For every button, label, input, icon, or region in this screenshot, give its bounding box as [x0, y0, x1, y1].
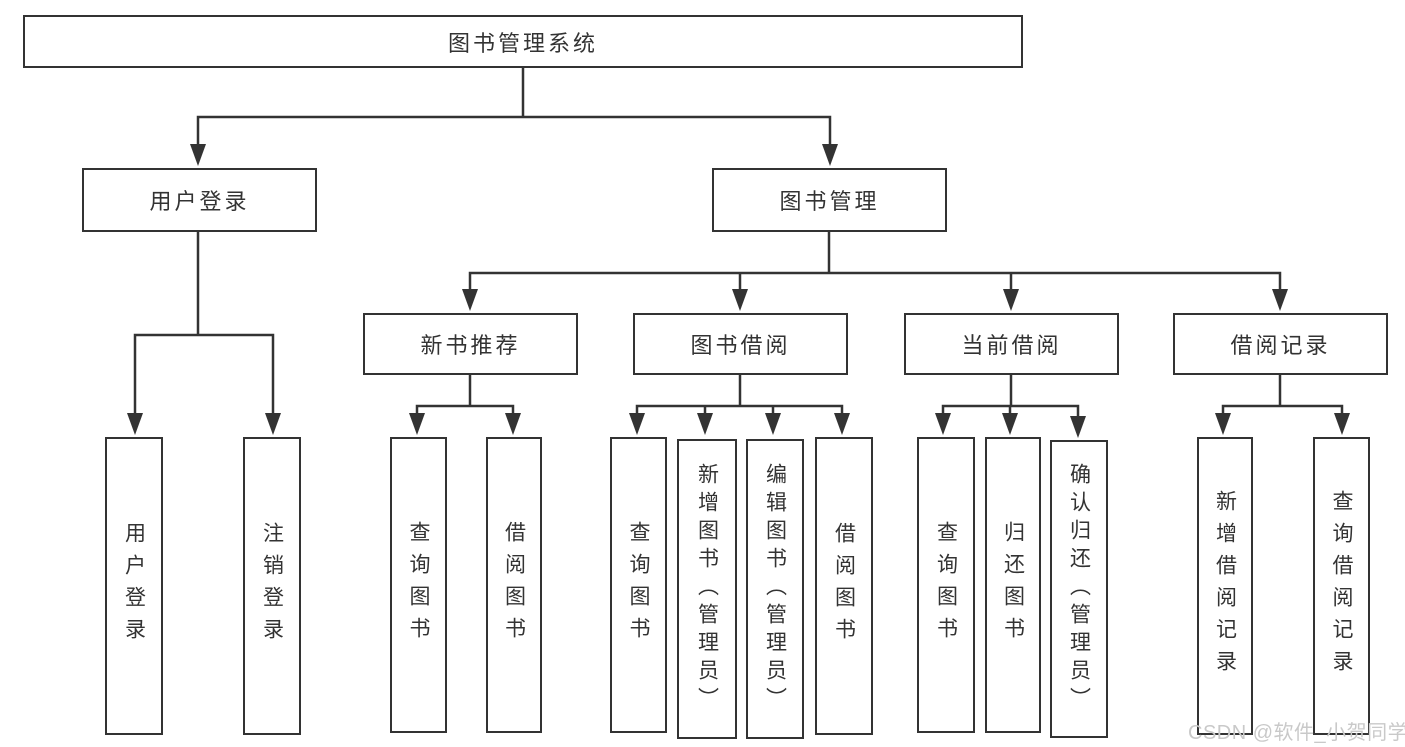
leaf-add-books-admin: 新增图书（管理员）	[677, 439, 737, 739]
leaf-query-borrow-record: 查询借阅记录	[1313, 437, 1370, 735]
leaf-query-books-current: 查询图书	[917, 437, 975, 733]
leaf-edit-books-admin: 编辑图书（管理员）	[746, 439, 804, 739]
node-current-borrowing: 当前借阅	[904, 313, 1119, 375]
leaf-query-books-borrowing: 查询图书	[610, 437, 667, 733]
leaf-add-borrow-record: 新增借阅记录	[1197, 437, 1253, 735]
leaf-confirm-return-admin: 确认归还（管理员）	[1050, 440, 1108, 738]
node-borrowing-records: 借阅记录	[1173, 313, 1388, 375]
node-user-login-group: 用户登录	[82, 168, 317, 232]
leaf-return-books: 归还图书	[985, 437, 1041, 733]
leaf-borrow-books-recommend: 借阅图书	[486, 437, 542, 733]
watermark-text: CSDN @软件_小贺同学	[1188, 722, 1405, 744]
leaf-query-books-recommend: 查询图书	[390, 437, 447, 733]
leaf-user-login: 用户登录	[105, 437, 163, 735]
node-book-borrowing: 图书借阅	[633, 313, 848, 375]
leaf-logout: 注销登录	[243, 437, 301, 735]
node-book-management: 图书管理	[712, 168, 947, 232]
leaf-borrow-books-borrowing: 借阅图书	[815, 437, 873, 735]
node-new-book-recommend: 新书推荐	[363, 313, 578, 375]
node-library-management-system: 图书管理系统	[23, 15, 1023, 68]
